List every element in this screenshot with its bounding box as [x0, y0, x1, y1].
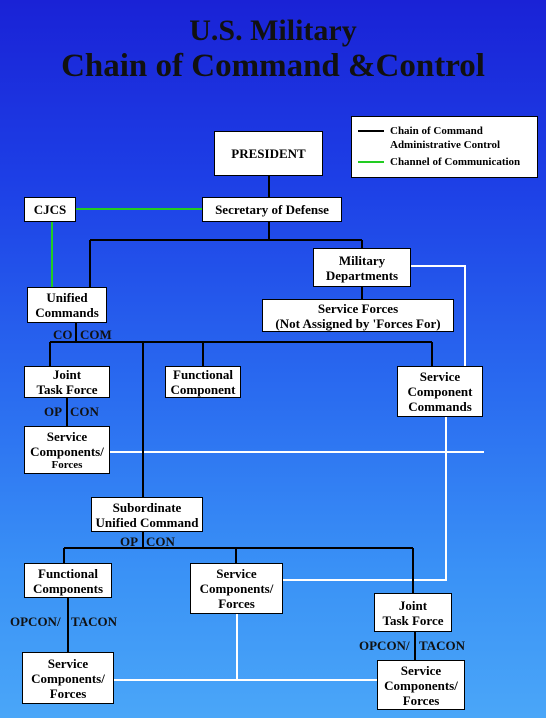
opcon-tacon-label-tacon: TACON [71, 614, 117, 629]
node-label-line: Components/ [31, 670, 105, 686]
legend-swatch-green [358, 161, 384, 163]
opcon-tacon-label-opcon: OPCON/ [359, 638, 410, 653]
subordinate-unified-command-box: Subordinate Unified Command [91, 497, 203, 532]
node-label-line: Commands [408, 399, 472, 414]
node-label-line: Service [47, 655, 89, 671]
node-label: PRESIDENT [231, 146, 306, 161]
legend-label: Chain of Command [390, 125, 483, 137]
legend: Chain of Command Administrative Control … [351, 116, 538, 178]
service-component-commands-box: Service Component Commands [397, 366, 483, 417]
secretary-of-defense-box: Secretary of Defense [202, 197, 342, 222]
command-lines [49, 176, 433, 660]
node-label-line: Component [407, 384, 473, 399]
node-label-line: Military [338, 252, 386, 268]
service-forces-unassigned-box: Service Forces (Not Assigned by 'Forces … [262, 299, 454, 332]
opcon-tacon-label-opcon: OPCON/ [10, 614, 61, 629]
node-label-line: Service Forces [317, 300, 399, 316]
node-label-line: Joint [52, 367, 82, 382]
cjcs-box: CJCS [24, 197, 76, 222]
opcon-label-con: CON [70, 404, 99, 419]
opcon-label-con: CON [146, 534, 175, 549]
legend-label: Administrative Control [390, 139, 501, 151]
service-components-forces-box: Service Components/ Forces [24, 426, 110, 474]
node-label-line: Forces [402, 692, 440, 708]
communication-lines [51, 208, 202, 288]
opcon-label-op: OP [44, 404, 63, 419]
svc-comp-cmd-down-line [283, 417, 447, 581]
military-departments-box: Military Departments [313, 248, 411, 287]
node-label-line: Functional [38, 565, 98, 581]
legend-label: Channel of Communication [390, 156, 521, 168]
service-components-forces-box: Service Components/ Forces [377, 660, 465, 710]
legend-item-chain-of-command: Chain of Command [352, 124, 537, 138]
cocom-label-com: COM [80, 327, 112, 342]
joint-task-force-box: Joint Task Force [24, 366, 110, 398]
node-label-line: Departments [325, 267, 399, 283]
functional-component-box: Functional Component [165, 366, 241, 398]
legend-swatch-black [358, 130, 384, 132]
node-label-line: Task Force [382, 612, 444, 628]
page-title-line-2: Chain of Command &Control [61, 48, 485, 84]
node-label-line: Unified [46, 290, 88, 305]
node-label-line: Unified Command [95, 514, 199, 530]
joint-task-force-box: Joint Task Force [374, 593, 452, 632]
node-label-line: Joint [398, 597, 428, 613]
page-title-line-1: U.S. Military [189, 14, 357, 47]
node-label: Secretary of Defense [215, 202, 329, 217]
node-label-line: Service [216, 566, 257, 581]
node-label-line: Components/ [384, 677, 458, 693]
node-label-line: Subordinate [112, 499, 182, 515]
cocom-label-co: CO [53, 327, 73, 342]
opcon-tacon-label-tacon: TACON [419, 638, 465, 653]
node-label-line: Service [419, 369, 461, 384]
opcon-label-op: OP [120, 534, 139, 549]
node-label-line: Forces [49, 685, 87, 701]
admin-control-lines [110, 265, 484, 681]
node-label-line: Components/ [199, 581, 274, 596]
node-label-line: Commands [35, 305, 99, 320]
legend-item-administrative-control: Administrative Control [352, 138, 537, 152]
node-label-line: Service [400, 662, 442, 678]
node-label-line: Task Force [36, 382, 98, 397]
node-label-line: Forces [218, 596, 255, 611]
legend-item-channel-of-communication: Channel of Communication [352, 155, 537, 169]
node-label-line: (Not Assigned by 'Forces For) [275, 315, 441, 331]
functional-components-box: Functional Components [24, 563, 112, 598]
mildep-to-svc-comp-cmd-line [411, 265, 466, 366]
node-label-line: Components [32, 580, 104, 596]
president-box: PRESIDENT [214, 131, 323, 176]
node-label-line: Functional [173, 367, 233, 382]
service-components-forces-box: Service Components/ Forces [22, 652, 114, 704]
node-label-line: Service [46, 429, 88, 444]
unified-commands-box: Unified Commands [27, 287, 107, 323]
node-label-line: Components/ [30, 444, 104, 459]
node-label: CJCS [33, 202, 67, 217]
node-label-line: Component [170, 382, 236, 397]
node-label-line: Forces [51, 459, 83, 471]
service-components-forces-box: Service Components/ Forces [190, 563, 283, 614]
